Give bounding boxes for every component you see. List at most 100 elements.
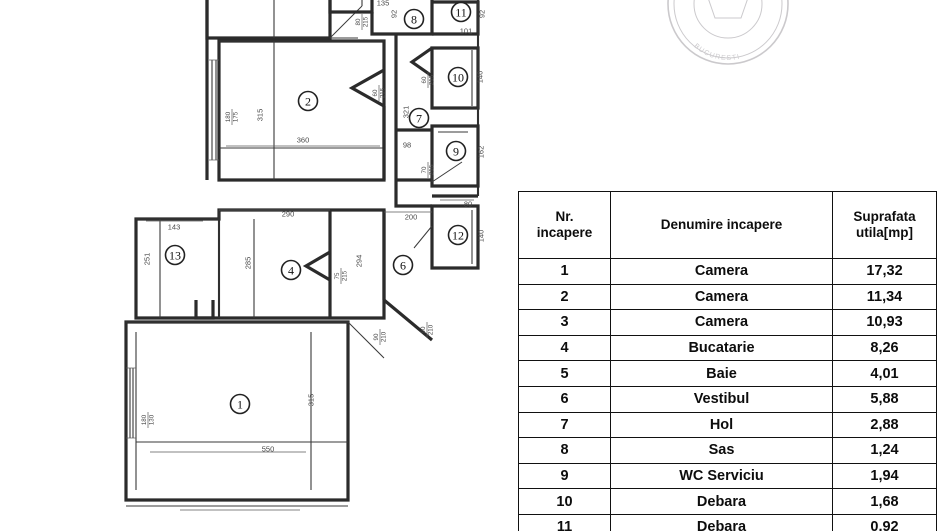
room-number-marker: 2 — [299, 92, 318, 111]
cell-room-number: 3 — [519, 310, 611, 336]
cell-room-number: 1 — [519, 259, 611, 285]
cell-room-area: 11,34 — [833, 284, 937, 310]
room-marker-label: 6 — [400, 259, 406, 273]
room-number-marker: 6 — [394, 256, 413, 275]
stamp-label: BUCURESTI — [692, 43, 741, 62]
dimension-label-text: 215 — [428, 74, 435, 85]
cell-room-area: 5,88 — [833, 386, 937, 412]
cell-room-name: Sas — [611, 438, 833, 464]
dimension-label: 135 — [377, 0, 390, 8]
cell-room-area: 17,32 — [833, 259, 937, 285]
column-header-nr: Nr. incapere — [519, 192, 611, 259]
room-number-marker: 13 — [166, 246, 185, 265]
cell-room-name: Hol — [611, 412, 833, 438]
cell-room-number: 4 — [519, 335, 611, 361]
cell-room-number: 9 — [519, 463, 611, 489]
cell-room-number: 8 — [519, 438, 611, 464]
table-header-row: Nr. incapere Denumire incapere Suprafata… — [519, 192, 937, 259]
official-stamp: BUCURESTI — [640, 0, 816, 74]
plan-walls-lower — [126, 322, 384, 510]
dimension-label-text: 215 — [428, 164, 435, 175]
room-number-marker: 7 — [410, 109, 429, 128]
dimension-label: 315 — [307, 394, 316, 407]
room-marker-label: 2 — [305, 95, 311, 109]
room-number-marker: 9 — [447, 142, 466, 161]
room-marker-label: 4 — [288, 264, 294, 278]
room-marker-label: 11 — [455, 6, 467, 20]
room-marker-label: 8 — [411, 13, 417, 27]
cell-room-area: 2,88 — [833, 412, 937, 438]
dimension-label-text: 130 — [148, 414, 155, 425]
dimension-label-text: 210 — [427, 324, 434, 335]
dimension-label: 140 — [477, 230, 486, 243]
dimension-label: 290 — [282, 210, 295, 219]
dimension-label-text: 75 — [334, 272, 341, 279]
dimension-label-text: 215 — [362, 16, 369, 27]
column-header-area-line2: utila[mp] — [835, 225, 934, 241]
dimension-label: 162 — [477, 146, 486, 159]
cell-room-number: 2 — [519, 284, 611, 310]
dimension-label: 98 — [403, 141, 411, 150]
room-number-marker: 10 — [449, 68, 468, 87]
room-schedule-table-container: Nr. incapere Denumire incapere Suprafata… — [518, 191, 938, 531]
cell-room-area: 1,94 — [833, 463, 937, 489]
dimension-label-text: 90 — [373, 333, 380, 340]
dimension-label-text: 180 — [225, 111, 232, 122]
room-number-marker: 11 — [452, 3, 471, 22]
cell-room-area: 1,24 — [833, 438, 937, 464]
cell-room-name: Bucatarie — [611, 335, 833, 361]
dimension-label-text: 60 — [372, 89, 379, 96]
plan-walls-upper — [207, 0, 478, 206]
dimension-label-text: 210 — [380, 331, 387, 342]
cell-room-name: Baie — [611, 361, 833, 387]
dimension-label: 101 — [460, 27, 473, 36]
room-number-marker: 4 — [282, 261, 301, 280]
dimension-label: 251 — [143, 253, 152, 266]
cell-room-area: 8,26 — [833, 335, 937, 361]
dimension-label: 140 — [476, 71, 485, 84]
room-marker-label: 10 — [452, 71, 464, 85]
room-schedule-table: Nr. incapere Denumire incapere Suprafata… — [518, 191, 937, 531]
dimension-label: 360 — [297, 136, 310, 145]
column-header-name: Denumire incapere — [611, 192, 833, 259]
cell-room-name: WC Serviciu — [611, 463, 833, 489]
cell-room-name: Camera — [611, 284, 833, 310]
room-number-marker: 1 — [231, 395, 250, 414]
cell-room-area: 1,68 — [833, 489, 937, 515]
dimension-label: 80 — [464, 200, 472, 209]
dimension-label-text: 70 — [421, 166, 428, 173]
column-header-area: Suprafata utila[mp] — [833, 192, 937, 259]
cell-room-area: 4,01 — [833, 361, 937, 387]
cell-room-name: Debara — [611, 514, 833, 531]
cell-room-name: Debara — [611, 489, 833, 515]
column-header-nr-line1: Nr. — [521, 209, 608, 225]
dimension-label: 315 — [256, 109, 265, 122]
room-number-marker: 8 — [405, 10, 424, 29]
room-marker-label: 13 — [169, 249, 181, 263]
cell-room-area: 10,93 — [833, 310, 937, 336]
cell-room-number: 10 — [519, 489, 611, 515]
dimension-label-text: 180 — [141, 414, 148, 425]
dimension-label-text: 175 — [232, 111, 239, 122]
column-header-area-line1: Suprafata — [835, 209, 934, 225]
cell-room-number: 7 — [519, 412, 611, 438]
room-marker-label: 12 — [452, 229, 464, 243]
dimension-label: 92 — [478, 10, 487, 18]
dimension-label-text: 90 — [420, 326, 427, 333]
room-marker-label: 9 — [453, 145, 459, 159]
